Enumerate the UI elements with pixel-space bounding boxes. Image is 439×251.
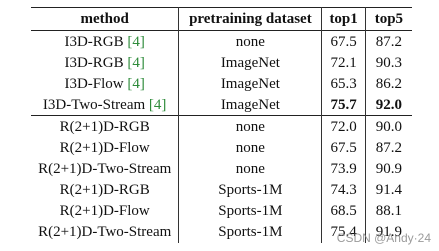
header-top5: top5: [374, 11, 404, 27]
citation-link[interactable]: [4]: [127, 33, 145, 50]
dataset-cell: none: [178, 158, 323, 179]
top1-cell: 68.5: [321, 200, 366, 221]
top5-cell: 90.9: [375, 160, 403, 177]
table-row: R(2+1)D-RGB none 72.0 90.0: [31, 115, 412, 137]
top1-cell: 67.5: [321, 137, 366, 158]
top5-cell: 87.2: [375, 139, 403, 156]
table-row: R(2+1)D-Flow none 67.5 87.2: [31, 137, 412, 158]
top1-cell: 65.3: [321, 73, 366, 94]
dataset-cell: ImageNet: [178, 52, 323, 73]
header-row: method pretraining dataset top1 top5: [31, 7, 412, 31]
dataset-cell: ImageNet: [178, 94, 323, 116]
method-cell: R(2+1)D-RGB: [31, 179, 180, 200]
top1-cell: 67.5: [321, 30, 366, 52]
header-top1: top1: [321, 7, 366, 31]
top5-cell: 86.2: [375, 75, 403, 92]
results-table: method pretraining dataset top1 top5 I3D…: [31, 7, 412, 243]
table-row: R(2+1)D-Two-Stream none 73.9 90.9: [31, 158, 412, 179]
table-row: I3D-Flow [4] ImageNet 65.3 86.2: [31, 73, 412, 94]
dataset-cell: Sports-1M: [178, 200, 323, 221]
method-cell: I3D-Flow [4]: [31, 73, 180, 94]
method-name: I3D-Flow: [64, 75, 124, 92]
top5-cell: 91.9: [375, 224, 403, 240]
method-cell: I3D-RGB [4]: [31, 52, 180, 73]
top5-cell: 88.1: [375, 202, 403, 219]
top5-cell: 92.0: [375, 96, 403, 113]
top1-cell: 75.7: [321, 94, 366, 116]
top1-cell: 75.4: [321, 221, 366, 243]
top5-cell: 90.0: [375, 118, 403, 135]
top1-cell: 73.9: [321, 158, 366, 179]
method-cell: R(2+1)D-Two-Stream: [31, 221, 180, 243]
table-row: R(2+1)D-Flow Sports-1M 68.5 88.1: [31, 200, 412, 221]
dataset-cell: ImageNet: [178, 73, 323, 94]
method-cell: R(2+1)D-RGB: [31, 115, 180, 137]
dataset-cell: Sports-1M: [178, 221, 323, 243]
citation-link[interactable]: [4]: [127, 54, 145, 71]
table-row: I3D-RGB [4] none 67.5 87.2: [31, 30, 412, 52]
method-cell: I3D-RGB [4]: [31, 30, 180, 52]
header-pretraining-dataset: pretraining dataset: [178, 7, 323, 31]
table-row: R(2+1)D-Two-Stream Sports-1M 75.4 91.9: [31, 221, 412, 243]
citation-link[interactable]: [4]: [148, 96, 167, 113]
top1-cell: 74.3: [321, 179, 366, 200]
method-cell: R(2+1)D-Two-Stream: [31, 158, 180, 179]
top5-cell: 90.3: [375, 54, 403, 71]
method-name: I3D-RGB: [64, 33, 124, 50]
top1-cell: 72.1: [321, 52, 366, 73]
method-name: I3D-RGB: [64, 54, 124, 71]
top5-cell: 87.2: [375, 33, 403, 50]
method-cell: R(2+1)D-Flow: [31, 200, 180, 221]
method-name: I3D-Two-Stream: [42, 96, 146, 113]
dataset-cell: none: [178, 30, 323, 52]
table-row: R(2+1)D-RGB Sports-1M 74.3 91.4: [31, 179, 412, 200]
method-cell: I3D-Two-Stream [4]: [31, 94, 180, 116]
table-row: I3D-Two-Stream [4] ImageNet 75.7 92.0: [31, 94, 412, 116]
table-row: I3D-RGB [4] ImageNet 72.1 90.3: [31, 52, 412, 73]
citation-link[interactable]: [4]: [127, 75, 145, 92]
top1-cell: 72.0: [321, 115, 366, 137]
method-cell: R(2+1)D-Flow: [31, 137, 180, 158]
dataset-cell: none: [178, 115, 323, 137]
dataset-cell: none: [178, 137, 323, 158]
top5-cell: 91.4: [375, 181, 403, 198]
dataset-cell: Sports-1M: [178, 179, 323, 200]
header-method: method: [31, 7, 180, 31]
